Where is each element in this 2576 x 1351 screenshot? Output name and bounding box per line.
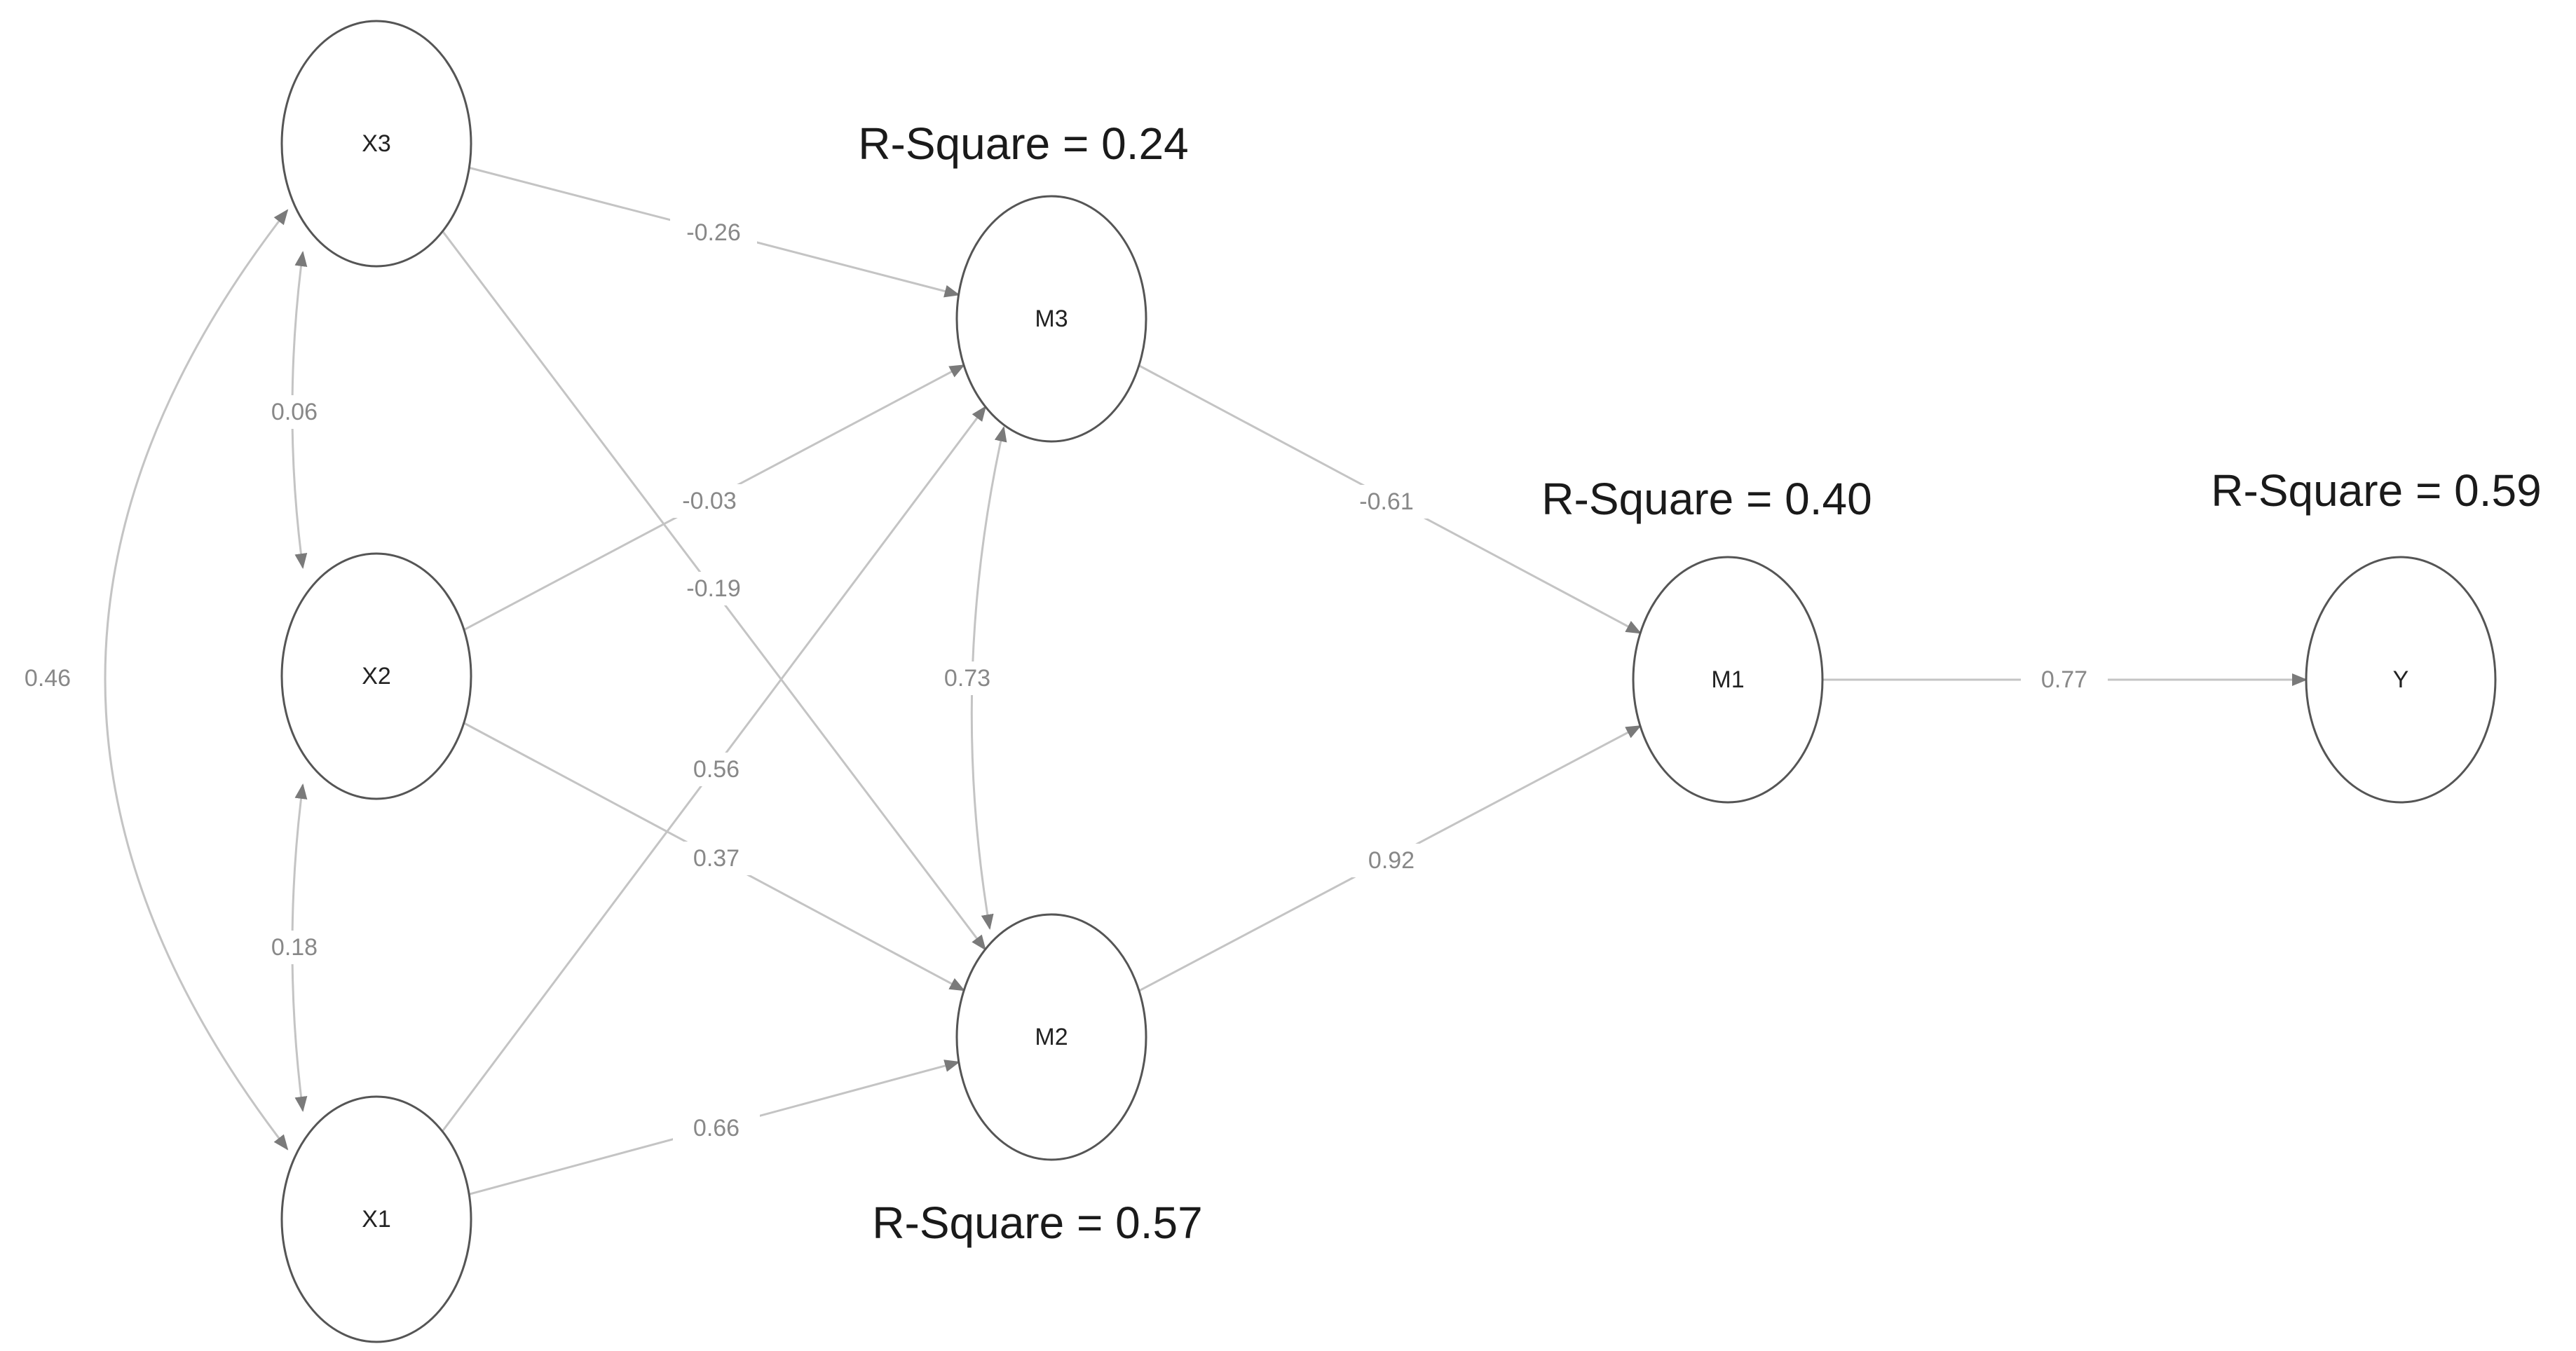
node-label: Y bbox=[2393, 666, 2409, 693]
edges-layer: -0.26 -0.03 -0.19 0.56 0.37 0.66 -0.61 0.92 0.77… bbox=[4, 166, 2308, 1195]
node-x1: X1 bbox=[280, 1095, 472, 1343]
node-m2: M2 bbox=[955, 913, 1147, 1161]
node-x2: X2 bbox=[280, 552, 472, 800]
edge-label-bg bbox=[1343, 485, 1430, 519]
edge-label-bg bbox=[251, 395, 338, 429]
edge-label-m2-m1: 0.92 bbox=[1368, 847, 1415, 874]
r-square-m2: R-Square = 0.57 bbox=[872, 1198, 1202, 1248]
edge-label-bg bbox=[670, 216, 757, 249]
edge-label-x1-m2: 0.66 bbox=[693, 1115, 740, 1141]
node-label: M1 bbox=[1711, 666, 1744, 693]
node-ellipse bbox=[280, 1095, 472, 1343]
node-y: Y bbox=[2305, 556, 2497, 804]
edge-label-bg bbox=[251, 931, 338, 964]
edge-label-x1-m3: 0.56 bbox=[693, 756, 740, 783]
edge-label-bg bbox=[670, 572, 757, 605]
edge-label-bg bbox=[673, 842, 760, 875]
edge-label-bg bbox=[2021, 663, 2108, 697]
node-ellipse bbox=[955, 195, 1147, 443]
node-ellipse bbox=[280, 20, 472, 268]
edge-label-x3-x2: 0.06 bbox=[271, 399, 318, 425]
edge-label-x2-m2: 0.37 bbox=[693, 845, 740, 872]
edge-label-m3-m1: -0.61 bbox=[1359, 488, 1414, 515]
node-ellipse bbox=[1632, 556, 1824, 804]
edge-label-m3-m2: 0.73 bbox=[944, 665, 990, 692]
r-square-y: R-Square = 0.59 bbox=[2211, 465, 2541, 516]
node-m3: M3 bbox=[955, 195, 1147, 443]
edge-label-m1-y: 0.77 bbox=[2041, 666, 2087, 693]
edge-label-bg bbox=[673, 753, 760, 786]
node-label: M2 bbox=[1035, 1024, 1068, 1050]
edge-label-bg bbox=[666, 484, 753, 518]
node-label: M3 bbox=[1035, 306, 1068, 332]
node-x3: X3 bbox=[280, 20, 472, 268]
edge-label-bg bbox=[1348, 844, 1435, 877]
edge-label-x3-m3: -0.26 bbox=[686, 219, 741, 246]
edge-label-x2-m3: -0.03 bbox=[682, 488, 737, 514]
edge-label-x2-x1: 0.18 bbox=[271, 934, 318, 961]
edge-label-bg bbox=[4, 661, 91, 695]
node-label: X1 bbox=[362, 1206, 391, 1233]
node-ellipse bbox=[955, 913, 1147, 1161]
node-label: X3 bbox=[362, 130, 391, 157]
r-square-m1: R-Square = 0.40 bbox=[1541, 474, 1872, 524]
edge-label-x3-x1: 0.46 bbox=[25, 665, 71, 692]
node-m1: M1 bbox=[1632, 556, 1824, 804]
edge-label-bg bbox=[673, 1111, 760, 1145]
edge-label-x3-m2: -0.19 bbox=[686, 575, 741, 602]
node-ellipse bbox=[280, 552, 472, 800]
edge-label-bg bbox=[924, 661, 1011, 695]
node-label: X2 bbox=[362, 663, 391, 690]
r-square-m3: R-Square = 0.24 bbox=[858, 118, 1188, 169]
node-ellipse bbox=[2305, 556, 2497, 804]
edge-x3-x1 bbox=[104, 209, 289, 1151]
